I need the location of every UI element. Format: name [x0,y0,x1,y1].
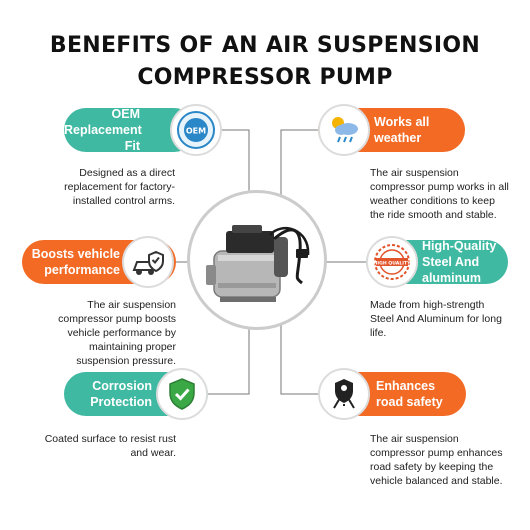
page-title: BENEFITS OF AN AIR SUSPENSION COMPRESSOR… [0,30,530,94]
high-quality-stamp-text: HIGH QUALITY [374,261,412,267]
benefit-quality-desc: Made from high-strength Steel And Alumin… [370,299,502,339]
benefit-weather-desc: The air suspension compressor pump works… [370,167,509,221]
product-image-circle [187,190,327,330]
benefit-quality-title-2: Steel And [422,255,480,269]
compressor-pump-image [206,225,310,302]
benefit-safety-title-2: road safety [376,395,443,409]
benefit-performance-title-2: performance [44,263,120,277]
benefit-quality-title-3: aluminum [422,271,482,285]
benefit-oem-title-2: Replacement Fit [64,123,142,153]
title-line-1: BENEFITS OF AN AIR SUSPENSION [49,33,481,58]
benefit-corrosion-title-2: Protection [90,395,152,409]
benefit-oem-title-1: OEM [111,107,140,121]
weather-icon [318,104,370,156]
oem-badge-icon: OEM [170,104,222,156]
shield-check-icon [156,368,208,420]
high-quality-stamp-icon: HIGH QUALITY [366,236,418,288]
benefit-performance-title-1: Boosts vehicle [31,247,120,261]
title-line-2: COMPRESSOR PUMP [137,65,393,90]
benefit-weather-title-1: Works all [374,115,430,129]
benefit-performance-desc: The air suspension compressor pump boost… [58,299,176,367]
benefit-safety-desc: The air suspension compressor pump enhan… [370,433,503,487]
benefit-oem-desc: Designed as a direct replacement for fac… [64,167,175,207]
benefit-corrosion-desc: Coated surface to resist rust and wear. [44,433,176,459]
car-shield-icon [122,236,174,288]
road-safety-icon [318,368,370,420]
benefit-corrosion-title-1: Corrosion [92,379,152,393]
benefit-weather-title-2: weather [374,131,422,145]
benefit-safety-title-1: Enhances [376,379,436,393]
oem-badge-text: OEM [186,127,206,136]
benefit-quality-title-1: High-Quality [422,239,497,253]
